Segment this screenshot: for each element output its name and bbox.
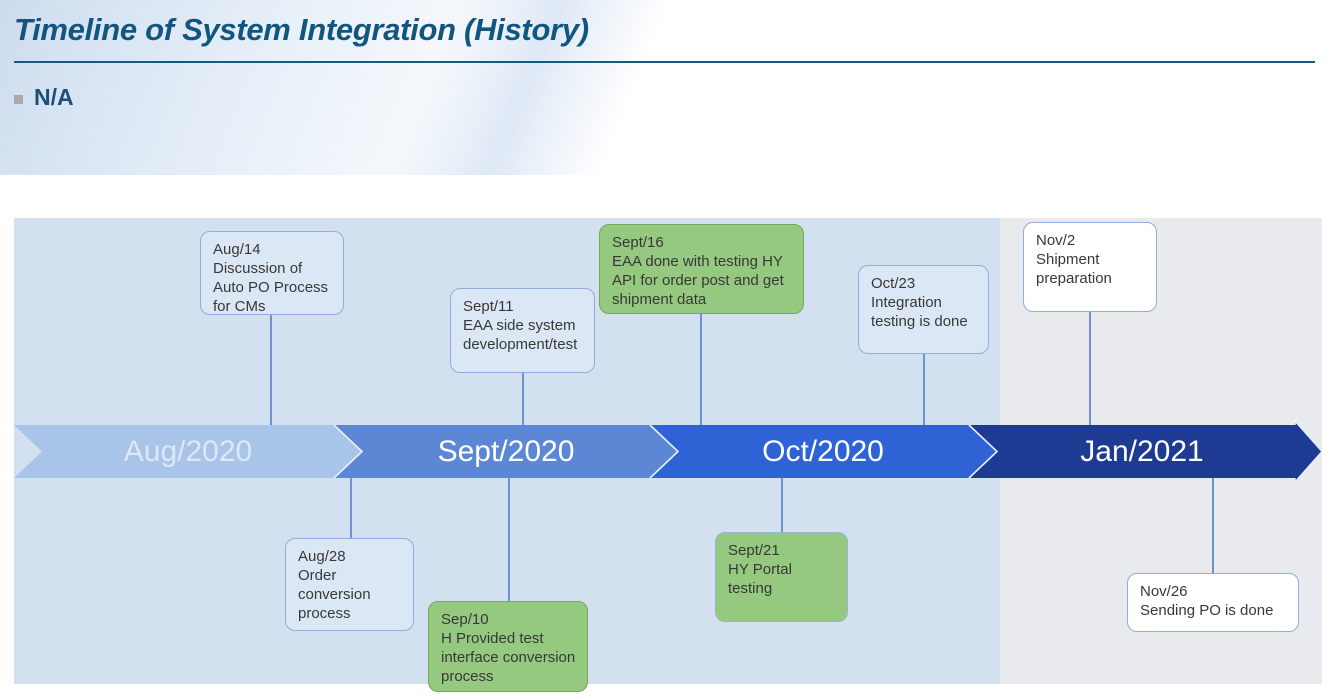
event-date: Nov/26	[1140, 583, 1188, 600]
connector-line	[781, 478, 783, 532]
event-date: Sept/16	[612, 234, 664, 251]
connector-line	[700, 314, 702, 425]
event-text: EAA done with testing HY API for order p…	[612, 253, 784, 308]
event-text: EAA side system development/test	[463, 317, 578, 353]
event-card-aug14: Aug/14 Discussion of Auto PO Process for…	[200, 231, 344, 315]
timeline-segment-jan-2021: Jan/2021	[1080, 435, 1204, 468]
bullet-text: N/A	[34, 84, 74, 110]
event-card-sep10: Sep/10 H Provided test interface convers…	[428, 601, 588, 692]
timeline-diagram: Aug/2020 Sept/2020 Oct/2020 Jan/2021 Aug…	[14, 218, 1322, 692]
event-text: Sending PO is done	[1140, 602, 1274, 619]
connector-line	[350, 478, 352, 538]
timeline-segment-oct-2020: Oct/2020	[762, 435, 884, 468]
timeline-arrow-shapes	[14, 420, 1322, 484]
event-text: Order conversion process	[298, 567, 371, 622]
event-text: HY Portal testing	[728, 561, 792, 597]
event-card-sept16: Sept/16 EAA done with testing HY API for…	[599, 224, 804, 314]
event-card-oct23: Oct/23 Integration testing is done	[858, 265, 989, 354]
event-card-sept11: Sept/11 EAA side system development/test	[450, 288, 595, 373]
event-date: Nov/2	[1036, 232, 1076, 249]
connector-line	[270, 315, 272, 425]
event-text: Integration testing is done	[871, 294, 968, 330]
slide-title: Timeline of System Integration (History)	[14, 12, 589, 47]
event-text: Shipment preparation	[1036, 251, 1112, 287]
event-card-nov2: Nov/2 Shipment preparation	[1023, 222, 1157, 312]
connector-line	[1212, 478, 1214, 573]
connector-line	[1089, 312, 1091, 425]
event-date: Sep/10	[441, 611, 489, 628]
event-date: Aug/28	[298, 548, 346, 565]
event-text: Discussion of Auto PO Process for CMs	[213, 260, 329, 315]
event-date: Oct/23	[871, 275, 916, 292]
bullet-marker	[14, 95, 23, 104]
event-card-aug28: Aug/28 Order conversion process	[285, 538, 414, 631]
event-date: Sept/11	[463, 298, 514, 315]
timeline-arrow-band: Aug/2020 Sept/2020 Oct/2020 Jan/2021	[14, 420, 1322, 484]
event-card-nov26: Nov/26 Sending PO is done	[1127, 573, 1299, 632]
title-underline	[14, 61, 1315, 63]
timeline-segment-aug-2020: Aug/2020	[123, 435, 253, 468]
event-date: Sept/21	[728, 542, 780, 559]
event-date: Aug/14	[213, 241, 261, 258]
connector-line	[508, 478, 510, 601]
event-card-sept21: Sept/21 HY Portal testing	[715, 532, 848, 622]
connector-line	[923, 354, 925, 425]
timeline-segment-sept-2020: Sept/2020	[437, 435, 575, 468]
connector-line	[522, 373, 524, 425]
event-text: H Provided test interface conversion pro…	[441, 630, 576, 685]
